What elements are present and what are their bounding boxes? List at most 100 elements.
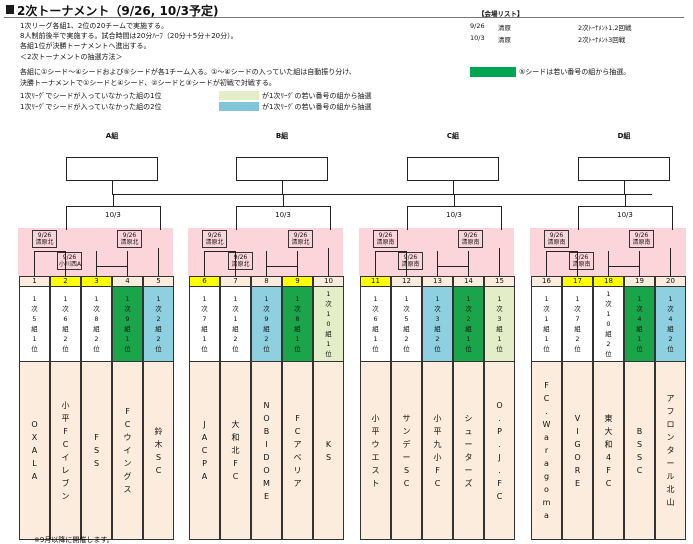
group-final-line-2 (407, 206, 501, 207)
vertical-char: 和 (604, 439, 613, 449)
team-stem-14 (499, 251, 500, 276)
legend-swatch-blue (219, 102, 259, 111)
vertical-char: 次 (263, 305, 270, 313)
vertical-char: 組 (232, 325, 239, 333)
vertical-char: 位 (201, 345, 208, 353)
vertical-char: 次 (636, 305, 643, 313)
footer-note: ※9月以降に開催します。 (34, 536, 114, 544)
desc-line-5: 各組に①シード～④シードおよび⑤シードが各1チーム入る。①～④シードの入っていた… (20, 68, 356, 76)
vertical-char: ベ (293, 452, 302, 462)
vertical-char: A (201, 472, 208, 481)
vertical-char: タ (666, 446, 675, 455)
team-stem-11 (406, 251, 407, 276)
vertical-char: C (403, 478, 410, 488)
group-label-4: D組 (617, 132, 631, 140)
team-stem-16 (577, 251, 578, 276)
vertical-char: ン (123, 459, 132, 468)
match-date: 9/26 (62, 254, 77, 261)
vertical-char: C (543, 394, 550, 403)
vertical-char: 1 (326, 310, 331, 318)
vertical-char: G (574, 439, 581, 449)
vertical-char: 2 (435, 335, 440, 343)
vertical-char: 7 (575, 315, 580, 323)
vertical-char: 組 (31, 325, 38, 333)
team-number: 20 (656, 277, 685, 287)
vertical-char: 組 (465, 325, 472, 333)
final-drop-1 (282, 181, 283, 194)
final-date-2: 10/3 (263, 211, 303, 219)
venue-date-2: 10/3 (470, 34, 485, 42)
team-name: 小平ウエスト (361, 362, 390, 539)
vertical-char: 1 (497, 335, 502, 343)
group-final-line-3 (578, 206, 672, 207)
vertical-char: 1 (466, 335, 471, 343)
team-stem-0 (34, 251, 35, 276)
vertical-char: 平 (433, 426, 442, 436)
vertical-char: 小 (433, 452, 442, 462)
vertical-char: 位 (62, 345, 69, 353)
pair-line-a2 (375, 251, 406, 252)
semi-right-0 (160, 206, 161, 230)
vertical-char: 鈴 (154, 426, 163, 436)
vertical-char: グ (123, 472, 132, 481)
vertical-char: J (203, 420, 206, 429)
team-number: 14 (454, 277, 483, 287)
vertical-char: 1 (233, 315, 238, 323)
vertical-char: 組 (62, 325, 69, 333)
match-date: 9/26 (122, 232, 137, 239)
vertical-char: C (496, 491, 503, 501)
pair-line-b1 (266, 266, 297, 267)
match-place: 清原北 (231, 261, 250, 268)
vertical-char: 位 (636, 345, 643, 353)
match-place: 清原北 (291, 239, 310, 246)
vertical-char: 1 (32, 295, 37, 303)
match-date: 9/26 (549, 232, 564, 239)
team-stem-6 (235, 251, 236, 276)
vertical-char: 6 (373, 315, 378, 323)
legend-yellow-text: が1次ﾘｰｸﾞの若い番号の組から抽選 (262, 92, 372, 100)
vertical-char: 組 (543, 325, 550, 333)
team-number: 7 (221, 277, 250, 287)
vertical-char: 3 (435, 315, 440, 323)
vertical-char: 1 (544, 295, 549, 303)
vertical-char: 北 (231, 446, 240, 455)
pair-line-b2 (437, 266, 468, 267)
vertical-char: . (545, 407, 548, 416)
vertical-char: D (263, 452, 270, 462)
group-label-3: C組 (446, 132, 460, 140)
vertical-char: ア (293, 478, 302, 488)
vertical-char: P (497, 426, 502, 436)
pair-line-b3 (608, 266, 639, 267)
vertical-char: 1 (575, 295, 580, 303)
vertical-char: 組 (605, 330, 612, 338)
vertical-char: 1 (326, 290, 331, 298)
vertical-char: A (31, 446, 38, 455)
vertical-char: . (498, 439, 501, 449)
vertical-char: X (31, 433, 38, 442)
vertical-char: ア (666, 394, 675, 403)
vertical-char: 次 (543, 305, 550, 313)
vertical-char: 1 (544, 335, 549, 343)
vertical-char: 位 (574, 345, 581, 353)
vertical-char: イ (123, 446, 132, 455)
vertical-char: S (403, 465, 410, 475)
